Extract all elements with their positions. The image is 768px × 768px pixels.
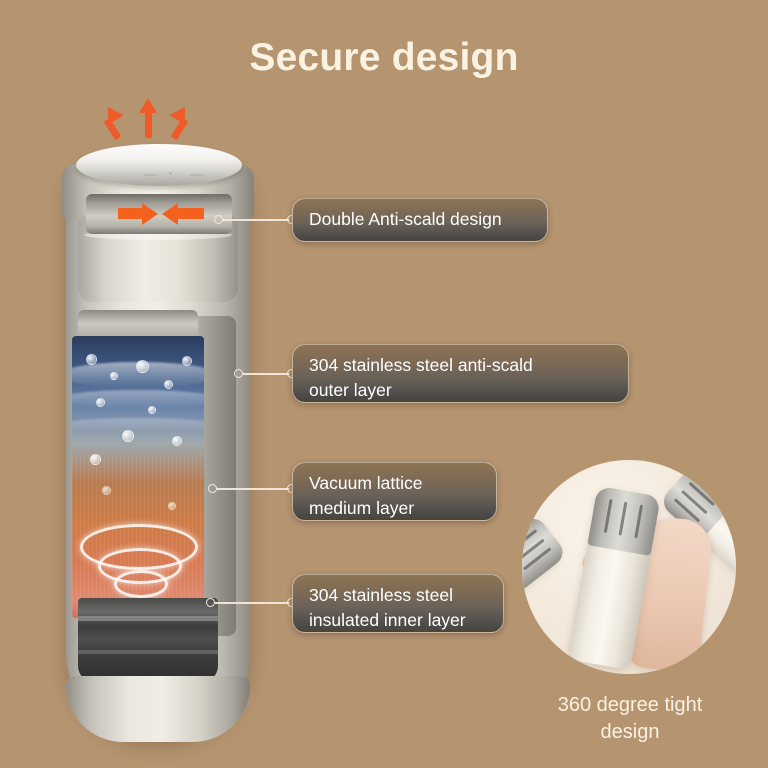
inset-caption: 360 degree tight design <box>557 694 703 743</box>
callout-outer-layer[interactable]: 304 stainless steel anti-scald outer lay… <box>292 344 629 403</box>
page-title: Secure design <box>249 36 519 79</box>
inset-photo-360-design <box>522 460 736 674</box>
thermos-bottle-left <box>522 513 569 660</box>
bottle-lid <box>76 144 242 186</box>
callout-double-anti-scald[interactable]: Double Anti-scald design <box>292 198 548 242</box>
product-cutaway-illustration <box>58 98 258 748</box>
bottle-cap <box>587 485 661 556</box>
insulated-inner-base <box>78 598 218 682</box>
vortex-ring <box>114 570 168 598</box>
connector-dot-source-3 <box>208 484 217 493</box>
callout-medium-layer[interactable]: Vacuum lattice medium layer <box>292 462 497 521</box>
connector-dot-source-2 <box>234 369 243 378</box>
connector-line-2 <box>243 373 289 375</box>
bottle-base-foot <box>66 676 250 742</box>
connector-line-1 <box>223 219 289 221</box>
callout-inner-layer[interactable]: 304 stainless steel insulated inner laye… <box>292 574 504 633</box>
bottle-cap <box>522 513 569 591</box>
connector-line-3 <box>217 488 289 490</box>
connector-dot-source-4 <box>206 598 215 607</box>
cutaway-interior-view <box>72 336 204 618</box>
connector-dot-source-1 <box>214 215 223 224</box>
lid-marking-icon <box>144 172 206 184</box>
anti-scald-cavity <box>86 194 232 234</box>
connector-line-4 <box>215 602 289 604</box>
